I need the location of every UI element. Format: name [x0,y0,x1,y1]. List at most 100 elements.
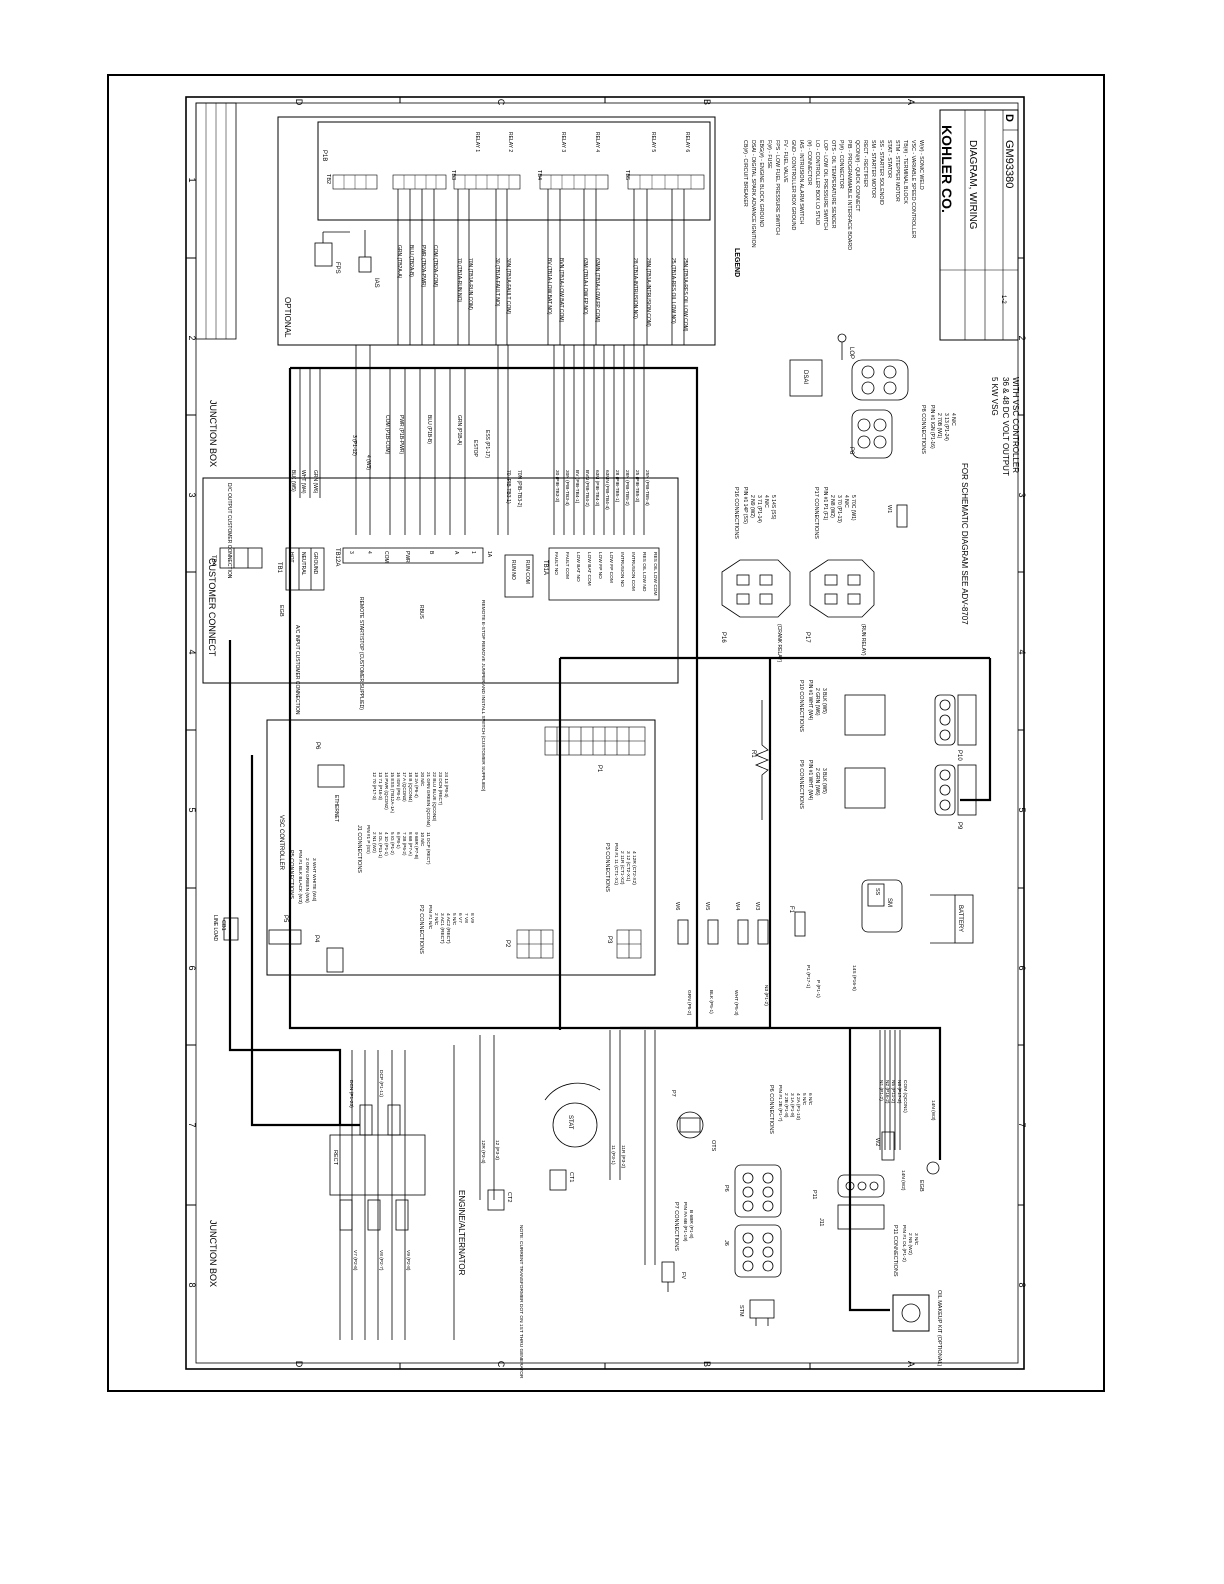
ias-switch [358,230,372,273]
svg-text:QCON(#) - QUICK CONNECT: QCON(#) - QUICK CONNECT [854,140,860,212]
grid-letters-bottom: D C B A [294,1361,916,1368]
svg-text:LOP - LOW OIL PRESSURE SWITCH: LOP - LOW OIL PRESSURE SWITCH [822,140,828,230]
ct2-transformer [487,1189,505,1211]
p3-connections-rows: PIN #1 11 (CT1-X1) 2 11R (CT1-X2) 3 12 (… [613,843,637,885]
svg-text:70 (PIB-TB3-1): 70 (PIB-TB3-1) [505,470,511,504]
svg-text:INTRUSION NO: INTRUSION NO [619,552,625,587]
svg-text:4: 4 [366,551,372,554]
svg-text:INTRUSION COM: INTRUSION COM [630,552,636,591]
svg-text:GRN (P1B-A): GRN (P1B-A) [456,415,462,446]
p16-connections-rows: PIN #1 14P (SS) 2 N9 (W2) 3 71 (P1-14) 4… [742,487,776,524]
svg-text:25 (PIB-TB5-3): 25 (PIB-TB5-3) [634,470,640,503]
stat-label: STAT [567,1115,573,1130]
svg-text:V9 (P2-8): V9 (P2-8) [405,1250,411,1271]
p5-label: P5 [282,915,288,923]
revision-block [195,102,237,340]
p16-connections-title: P16 CONNECTIONS [733,487,739,539]
svg-text:B: B [702,1361,712,1367]
tb4-board-label: TB4 [536,170,542,180]
p7-label: P7 [670,1090,676,1097]
svg-text:7 2B (P6-2): 7 2B (P6-2) [402,832,407,856]
p7-connections-title: P7 CONNECTIONS [673,1202,679,1251]
svg-text:4 N/C: 4 N/C [843,495,849,508]
svg-text:PWR (TB2A-PWR): PWR (TB2A-PWR) [420,245,426,288]
svg-text:14 PWR (QCON2): 14 PWR (QCON2) [384,772,389,810]
remote-estop-note: REMOTE E-STOP REMOVE JUMPER AND INSTALL … [480,600,486,792]
svg-text:CB(#) - CIRCUIT BREAKER: CB(#) - CIRCUIT BREAKER [742,140,748,207]
p9-connector [844,764,977,816]
svg-text:4: 4 [187,649,197,654]
svg-text:F(#) - FUSE: F(#) - FUSE [766,140,772,169]
svg-text:PIN #1 N/C: PIN #1 N/C [427,905,433,930]
p2-connections-rows: PIN #1 N/C 2 N/C 3 AC1 (RECT) 4 AC2 (REC… [427,905,475,944]
svg-text:12R (P3-4): 12R (P3-4) [480,1140,486,1164]
svg-text:18 B (QCON4): 18 B (QCON4) [408,772,413,803]
oil-makeup-kit [892,1294,930,1332]
lop-label: LOP [848,347,854,359]
svg-text:RUN COM: RUN COM [524,560,530,584]
p11-connections-rows: PIN #1 OL (P1-2) 2 N5 (W2) 3 N/C [901,1225,919,1262]
svg-text:4 AC2 (RECT): 4 AC2 (RECT) [445,913,451,944]
svg-text:RELAY 3: RELAY 3 [560,132,566,152]
svg-text:FPS - LOW FUEL PRESSURE SWITCH: FPS - LOW FUEL PRESSURE SWITCH [774,140,780,235]
svg-text:5 N/C: 5 N/C [451,913,457,926]
svg-text:RELAY 4: RELAY 4 [594,132,600,152]
svg-text:DCP (P1-11): DCP (P1-11) [378,1070,384,1097]
p8-connector [851,409,893,459]
svg-text:3: 3 [1017,492,1027,497]
svg-text:30 (TB1A-FAULT NO): 30 (TB1A-FAULT NO) [494,258,500,307]
svg-text:PIN #1 BLK BLACK (W3): PIN #1 BLK BLACK (W3) [297,850,303,904]
tb3-label: TB3 [450,170,456,180]
svg-text:C: C [496,99,506,106]
pib-board [317,121,711,221]
svg-text:3 71 (P1-14): 3 71 (P1-14) [756,495,762,523]
tb2-label: TB2 [325,174,331,184]
p8-label: P8 [848,447,854,455]
zone-customer-connect: CUSTOMER CONNECT [207,558,217,657]
svg-text:VSC - VARIABLE SPEED CONTROLLE: VSC - VARIABLE SPEED CONTROLLER [910,140,916,238]
p3-connector [616,929,642,959]
svg-text:3: 3 [348,551,354,554]
stm-label: STM [738,1305,744,1317]
svg-text:DSAI - DIGITAL SPARK ADVANCE I: DSAI - DIGITAL SPARK ADVANCE IGNITION [750,140,756,248]
pib-wire-labels: GRN (TB2A-A) BLU (TB2A-B) PWR (TB2A-PWR)… [396,245,688,332]
p5-connections-title: P5 CONNECTIONS [288,850,294,899]
fv-label: FV [680,1272,686,1279]
drawing-inner-border [195,102,1019,1364]
egb-ground-icon [926,1161,940,1175]
ss-label: SS [874,888,880,896]
svg-text:N1 (P1-2): N1 (P1-2) [878,1080,884,1101]
svg-text:4 (W3): 4 (W3) [365,455,371,470]
svg-text:P(#) - CONNECTOR: P(#) - CONNECTOR [838,140,844,189]
p10-connections-title: P10 CONNECTIONS [798,680,804,732]
svg-text:2 N1 (W2): 2 N1 (W2) [372,832,377,853]
svg-text:2 70B (W1): 2 70B (W1) [936,413,942,439]
svg-text:D: D [294,1361,304,1368]
svg-text:28 (PIB-TB5-1): 28 (PIB-TB5-1) [614,470,620,503]
svg-text:RES OIL LOW COM: RES OIL LOW COM [652,552,658,596]
svg-text:11 DCP (RECT): 11 DCP (RECT) [426,832,431,865]
svg-text:SM - STARTER MOTOR: SM - STARTER MOTOR [870,140,876,198]
svg-text:LO - CONTROLLER BOX LO STUD: LO - CONTROLLER BOX LO STUD [814,140,820,225]
ct-note: NOTE: CURRENT TRANSFORMER DOT ON 1ST THR… [518,1225,524,1379]
svg-text:6: 6 [187,965,197,970]
svg-text:SS - STARTER SOLENOID: SS - STARTER SOLENOID [878,140,884,205]
starter-motor [861,879,903,933]
w-weld-group [677,919,769,945]
svg-text:7: 7 [1017,1122,1027,1127]
svg-text:2 N5 (W2): 2 N5 (W2) [907,1233,913,1255]
svg-text:LOW BAT COM: LOW BAT COM [586,552,592,586]
schematic-note: FOR SCHEMATIC DIAGRAM SEE ADV-8707 [960,463,969,625]
p10-label: P10 [956,750,962,761]
svg-text:3 BLK (W5): 3 BLK (W5) [821,768,827,794]
svg-text:BLU (TB2A-B): BLU (TB2A-B) [408,245,414,277]
r1-label: R1 [750,750,756,758]
svg-text:GROUND: GROUND [312,552,318,575]
oil-makeup-kit-icon [901,1303,921,1323]
p8-connections-title: P8 CONNECTIONS [920,405,926,454]
svg-text:70 (TB1A-RUN NO): 70 (TB1A-RUN NO) [456,258,462,303]
svg-text:21 GRN GREEN (QCON4): 21 GRN GREEN (QCON4) [426,772,431,827]
svg-text:4 1D (P1-1): 4 1D (P1-1) [384,832,389,856]
svg-text:N2 (P16-2): N2 (P16-2) [884,1080,890,1104]
svg-text:28N (PIB-TB5-2): 28N (PIB-TB5-2) [624,470,630,506]
